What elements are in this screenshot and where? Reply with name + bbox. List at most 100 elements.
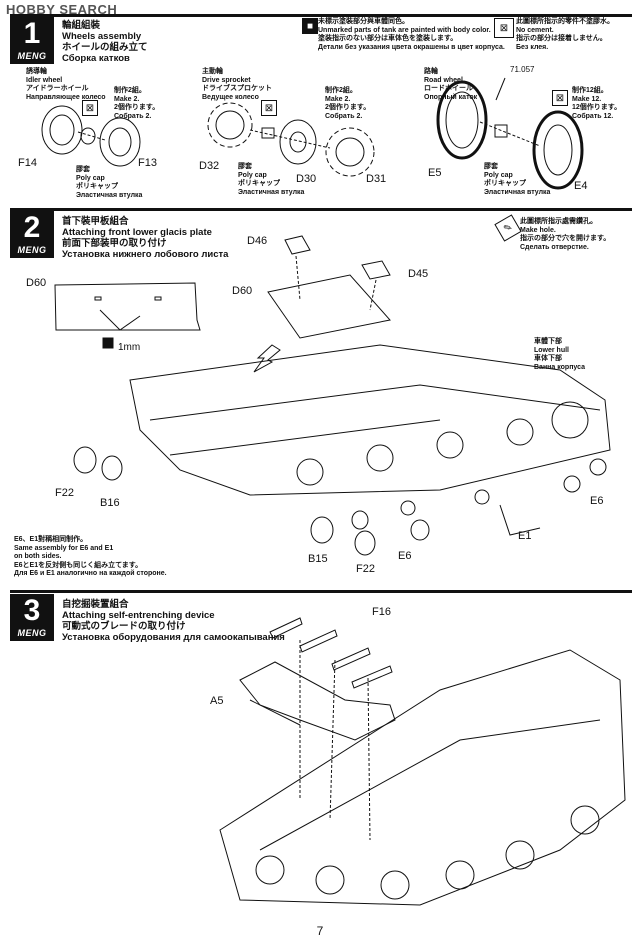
watermark: HOBBY SEARCH xyxy=(6,2,118,17)
sprocket-polycap-ja: ポリキャップ xyxy=(238,180,280,187)
idler-make-zh: 制作2組。 xyxy=(114,87,146,94)
sprocket-ru: Ведущее колесо xyxy=(202,93,259,101)
f16-arm-3 xyxy=(331,647,371,671)
sprocket-polycap-ru: Эластичная втулка xyxy=(238,188,305,196)
road-wheel-inner-drawing xyxy=(436,80,488,160)
page-number: 7 xyxy=(316,924,324,938)
step3-title-zh: 自挖掘裝置組合 xyxy=(62,599,129,610)
road-caption: 路輪 Road wheel ロードホイール Опорный каток xyxy=(424,68,477,102)
paint-code: 71.057 xyxy=(510,65,535,74)
sprocket-outer-drawing xyxy=(325,127,375,177)
same-assembly-zh: E6、E1對稱相同制作。 xyxy=(14,536,88,543)
step2-title-en: Attaching front lower glacis plate xyxy=(62,227,212,238)
step2-top-rule xyxy=(10,208,632,211)
step2-badge: 2 MENG xyxy=(10,211,54,258)
step3-title-en: Attaching self-entrenching device xyxy=(62,610,215,621)
part-f22-bottom-label: F22 xyxy=(356,563,375,575)
no-cement-icon-idler: ⊠ xyxy=(82,100,98,116)
step3-top-rule xyxy=(10,590,632,593)
sprocket-make-ru: Собрать 2. xyxy=(325,112,363,120)
part-b16-label: B16 xyxy=(100,497,120,509)
idler-polycap: 膠套 Poly cap ポリキャップ Эластичная втулка xyxy=(76,166,142,200)
step1-number: 1 xyxy=(23,17,41,50)
no-cement-ru: Без клея. xyxy=(516,43,549,51)
step2-title-zh: 首下裝甲板組合 xyxy=(62,216,129,227)
same-assembly-note: E6、E1對稱相同制作。 Same assembly for E6 and E1… xyxy=(14,536,167,579)
step2-number: 2 xyxy=(23,211,41,244)
sprocket-make-ja: 2個作ります。 xyxy=(325,104,371,111)
drill-note-zh: 此圖標所指示處需鑽孔。 xyxy=(520,218,597,225)
sprocket-disc-drawing xyxy=(279,119,317,165)
road-ja: ロードホイール xyxy=(424,85,473,92)
no-cement-zh: 此圖標所指示的零件不塗膠水。 xyxy=(516,18,614,25)
no-cement-icon-sprocket: ⊠ xyxy=(261,100,277,116)
no-cement-icon-road: ⊠ xyxy=(552,90,568,106)
road-zh: 路輪 xyxy=(424,68,438,75)
f16-arm-2 xyxy=(299,629,338,653)
lower-hull-ru: Ванна корпуса xyxy=(534,363,586,371)
sprocket-polycap-en: Poly cap xyxy=(238,171,267,179)
part-d31-label: D31 xyxy=(366,173,387,185)
part-e4-label: E4 xyxy=(574,180,588,192)
part-e1-label: E1 xyxy=(518,530,532,542)
sprocket-make-zh: 制作2組。 xyxy=(325,87,357,94)
sprocket-polycap: 膠套 Poly cap ポリキャップ Эластичная втулка xyxy=(238,163,304,197)
b16-part-drawing xyxy=(101,455,123,481)
idler-polycap-zh: 膠套 xyxy=(76,166,90,173)
part-f14-label: F14 xyxy=(18,157,37,169)
idler-ja: アイドラーホイール xyxy=(26,85,89,92)
idler-make-ru: Собрать 2. xyxy=(114,112,152,120)
part-f13-label: F13 xyxy=(138,157,157,169)
sprocket-polycap-zh: 膠套 xyxy=(238,163,252,170)
b15-part-drawing xyxy=(310,516,334,544)
part-a5-label: A5 xyxy=(210,695,224,707)
road-ru: Опорный каток xyxy=(424,93,478,101)
step1-title: 輪組組裝 Wheels assembly ホイールの組み立て Сборка ка… xyxy=(62,20,148,64)
self-entrenching-blade-drawing xyxy=(239,661,396,741)
road-en: Road wheel xyxy=(424,76,463,84)
paint-note-zh: 未標示塗裝部分與車體同色。 xyxy=(318,18,409,25)
step1-top-rule xyxy=(10,14,632,17)
idler-make-ja: 2個作ります。 xyxy=(114,104,160,111)
part-d60-left-label: D60 xyxy=(26,277,47,289)
drill-note: 此圖標所指示處需鑽孔。 Make hole. 指示の部分で穴を開けます。 Сде… xyxy=(520,218,610,252)
part-f16-label: F16 xyxy=(372,606,391,618)
step3-title-ru: Установка оборудования для самоокапывани… xyxy=(62,632,285,643)
idler-en: Idler wheel xyxy=(26,76,63,84)
no-cement-ja: 指示の部分は接着しません。 xyxy=(516,35,607,42)
step2-title-ru: Установка нижнего лобового листа xyxy=(62,249,229,260)
part-d60-right-label: D60 xyxy=(232,285,253,297)
same-assembly-en2: on both sides. xyxy=(14,553,62,560)
d60-plate-right-drawing xyxy=(267,274,391,339)
road-polycap-zh: 膠套 xyxy=(484,163,498,170)
idler-zh: 誘導輪 xyxy=(26,68,47,75)
f16-arm-1 xyxy=(269,617,303,639)
step3-hull-drawing xyxy=(219,649,626,906)
part-d30-label: D30 xyxy=(296,173,317,185)
road-polycap-ru: Эластичная втулка xyxy=(484,188,551,196)
lower-hull-drawing xyxy=(129,344,611,496)
step1-brand: MENG xyxy=(17,51,47,61)
part-e6-right-label: E6 xyxy=(590,495,604,507)
same-assembly-ru: Для E6 и E1 аналогично на каждой стороне… xyxy=(14,570,167,577)
step3-badge: 3 MENG xyxy=(10,594,54,641)
idler-ru: Направляющее колесо xyxy=(26,93,106,101)
f22-part-drawing xyxy=(73,446,97,474)
lower-hull-zh: 車體下部 xyxy=(534,338,562,345)
lower-hull-ja: 車体下部 xyxy=(534,355,562,362)
road-wheel-outer-drawing xyxy=(532,110,584,190)
idler-polycap-ja: ポリキャップ xyxy=(76,183,118,190)
drill-note-en: Make hole. xyxy=(520,226,556,234)
no-cement-en: No cement. xyxy=(516,26,554,34)
lower-hull-en: Lower hull xyxy=(534,346,569,354)
part-d45-label: D45 xyxy=(408,268,429,280)
hole-size-label: 1mm xyxy=(118,342,141,353)
sprocket-ja: ドライブスプロケット xyxy=(202,85,272,92)
road-make-ja: 12個作ります。 xyxy=(572,104,622,111)
paint-note-en: Unmarked parts of tank are painted with … xyxy=(318,26,491,34)
d45-part-drawing xyxy=(361,260,391,280)
road-polycap: 膠套 Poly cap ポリキャップ Эластичная втулка xyxy=(484,163,550,197)
assembly-arrow xyxy=(253,344,281,373)
sprocket-make-en: Make 2. xyxy=(325,95,351,103)
